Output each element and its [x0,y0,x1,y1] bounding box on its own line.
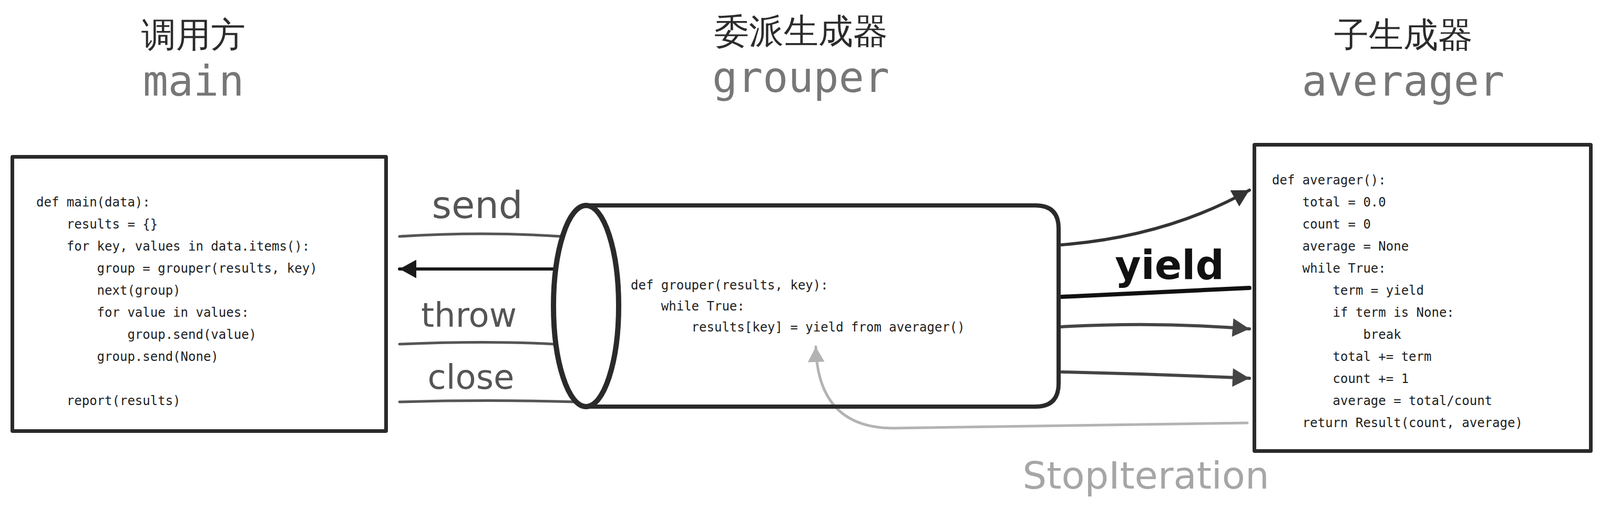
flow-label: yield [1111,245,1228,286]
code-line: count += 1 [1332,367,1410,391]
code-line: average = None [1302,235,1409,258]
code-line: total = 0.0 [1302,191,1387,214]
flow-connector [807,346,1248,429]
code-line: def grouper(results, key): [630,274,829,296]
arrowhead [399,259,417,279]
connector-line [399,267,555,271]
arrowhead [1232,368,1250,387]
flow-label: close [424,360,518,395]
connector-line [815,346,1248,429]
flow-connector [1061,288,1250,297]
function-name-heading: main [142,58,245,105]
subgenerator-code-box: 子生成器averagerdef averager():total = 0.0co… [1252,142,1593,454]
arrowhead [807,346,825,363]
role-heading: 调用方 [141,15,246,56]
flow-label: StopIteration [1019,456,1273,495]
flow-connector [1061,368,1250,387]
connector-line [1061,372,1250,379]
code-line: total += term [1332,345,1432,368]
flow-label: throw [417,298,520,333]
code-line: while True: [1302,257,1387,280]
code-line: term = yield [1332,279,1424,302]
function-name-heading: grouper [712,54,890,101]
code-line: break [1362,323,1401,346]
role-heading: 委派生成器 [714,11,888,52]
code-line: report(results) [66,390,181,413]
code-line: group.send(value) [127,323,257,346]
connector-line [1061,190,1250,245]
flow-connector [399,342,555,345]
arrowhead [1232,318,1250,337]
code-line: next(group) [97,279,181,302]
code-line: for key, values in data.items(): [66,235,310,258]
flow-connector [1061,190,1250,245]
code-line: if term is None: [1332,301,1455,324]
code-line: def averager(): [1272,169,1387,192]
connector-line [399,401,576,403]
connector-line [399,342,555,345]
connector-line [1061,324,1250,330]
connector-line [1061,288,1250,297]
flow-label: send [428,186,526,224]
code-line: group.send(None) [97,345,219,368]
code-line: average = total/count [1332,390,1493,413]
code-line: group = grouper(results, key) [97,257,318,280]
delegating-generator-tube: 委派生成器grouperdef grouper(results, key):wh… [549,202,1062,410]
tube-body [586,205,1059,407]
code-line: while True: [661,295,745,317]
tube-opening [553,205,619,407]
code-line: results[key] = yield from averager() [691,316,966,338]
flow-connector [399,233,561,237]
flow-connector [399,259,555,279]
tube-outline [549,202,1062,410]
flow-connector [399,401,576,403]
function-name-heading: averager [1301,58,1505,105]
role-heading: 子生成器 [1334,15,1473,56]
connector-line [399,233,561,237]
code-line: def main(data): [36,191,151,214]
code-line: for value in values: [97,301,250,324]
flow-connector [1061,318,1250,337]
caller-code-box: 调用方maindef main(data):results = {}for ke… [10,155,388,434]
code-line: results = {} [66,213,158,236]
arrowhead [1229,190,1250,207]
code-line: return Result(count, average) [1302,412,1523,435]
code-line: count = 0 [1302,213,1371,236]
